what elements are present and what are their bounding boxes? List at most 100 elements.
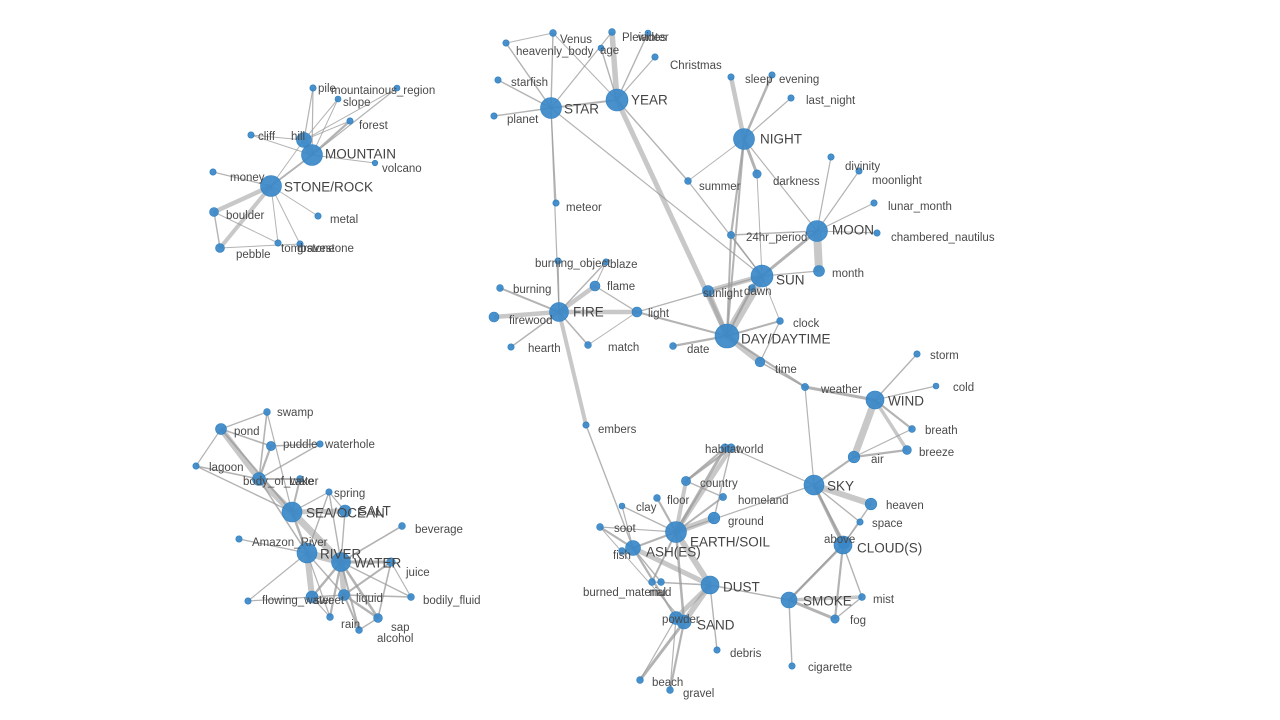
graph-node[interactable] (316, 440, 324, 448)
graph-node[interactable] (338, 589, 350, 601)
graph-node[interactable] (665, 521, 687, 543)
graph-node[interactable] (801, 383, 809, 391)
graph-node[interactable] (331, 552, 351, 572)
graph-node[interactable] (215, 243, 225, 253)
graph-node[interactable] (549, 29, 557, 37)
graph-node[interactable] (554, 257, 562, 265)
nodes-layer[interactable] (192, 28, 940, 694)
graph-node[interactable] (252, 472, 266, 486)
graph-node[interactable] (507, 343, 515, 351)
graph-node[interactable] (296, 132, 312, 148)
graph-node[interactable] (281, 501, 303, 523)
graph-node[interactable] (768, 71, 776, 79)
graph-node[interactable] (748, 284, 756, 292)
graph-node[interactable] (806, 220, 828, 242)
graph-node[interactable] (346, 117, 354, 125)
graph-node[interactable] (589, 280, 601, 292)
graph-node[interactable] (325, 488, 333, 496)
graph-node[interactable] (301, 144, 323, 166)
graph-node[interactable] (496, 284, 504, 292)
graph-node[interactable] (750, 264, 774, 288)
graph-node[interactable] (684, 177, 692, 185)
graph-node[interactable] (727, 231, 735, 239)
graph-node[interactable] (296, 475, 304, 483)
graph-node[interactable] (651, 53, 659, 61)
graph-node[interactable] (488, 311, 500, 323)
graph-node[interactable] (727, 73, 735, 81)
graph-node[interactable] (707, 511, 721, 525)
graph-node[interactable] (549, 302, 569, 322)
graph-node[interactable] (657, 578, 665, 586)
graph-node[interactable] (676, 614, 692, 630)
graph-node[interactable] (752, 169, 762, 179)
graph-node[interactable] (596, 523, 604, 531)
graph-node[interactable] (398, 522, 406, 530)
graph-node[interactable] (597, 44, 605, 52)
graph-node[interactable] (648, 578, 656, 586)
graph-node[interactable] (908, 425, 916, 433)
graph-node[interactable] (502, 39, 510, 47)
graph-node[interactable] (192, 462, 200, 470)
graph-node[interactable] (681, 476, 691, 486)
graph-node[interactable] (235, 535, 243, 543)
graph-node[interactable] (605, 88, 629, 112)
graph-node[interactable] (266, 441, 276, 451)
graph-node[interactable] (407, 593, 415, 601)
graph-node[interactable] (305, 590, 319, 604)
graph-node[interactable] (870, 199, 878, 207)
graph-node[interactable] (913, 350, 921, 358)
graph-node[interactable] (855, 167, 863, 175)
graph-node[interactable] (274, 239, 282, 247)
graph-node[interactable] (813, 265, 825, 277)
graph-node[interactable] (608, 28, 616, 36)
graph-node[interactable] (371, 159, 379, 167)
graph-node[interactable] (787, 94, 795, 102)
graph-node[interactable] (263, 408, 271, 416)
graph-node[interactable] (702, 285, 714, 297)
graph-node[interactable] (856, 518, 864, 526)
graph-node[interactable] (666, 686, 674, 694)
graph-node[interactable] (719, 493, 727, 501)
graph-node[interactable] (636, 676, 644, 684)
graph-node[interactable] (788, 662, 796, 670)
graph-node[interactable] (803, 474, 825, 496)
graph-node[interactable] (625, 540, 641, 556)
graph-node[interactable] (733, 128, 755, 150)
graph-node[interactable] (215, 423, 227, 435)
graph-node[interactable] (726, 443, 736, 453)
graph-node[interactable] (847, 450, 861, 464)
graph-node[interactable] (864, 497, 878, 511)
graph-node[interactable] (309, 84, 317, 92)
graph-node[interactable] (653, 494, 661, 502)
graph-node[interactable] (260, 175, 282, 197)
graph-node[interactable] (209, 207, 219, 217)
graph-node[interactable] (631, 306, 643, 318)
graph-node[interactable] (902, 445, 912, 455)
graph-node[interactable] (247, 131, 255, 139)
graph-node[interactable] (754, 356, 766, 368)
graph-node[interactable] (386, 557, 396, 567)
graph-node[interactable] (830, 614, 840, 624)
graph-node[interactable] (338, 504, 352, 518)
graph-node[interactable] (540, 97, 562, 119)
graph-node[interactable] (618, 547, 626, 555)
graph-node[interactable] (552, 199, 560, 207)
graph-node[interactable] (334, 95, 342, 103)
graph-node[interactable] (326, 613, 334, 621)
graph-node[interactable] (490, 112, 498, 120)
graph-node[interactable] (582, 421, 590, 429)
graph-node[interactable] (373, 613, 383, 623)
graph-node[interactable] (858, 593, 866, 601)
graph-node[interactable] (602, 258, 610, 266)
graph-node[interactable] (644, 29, 652, 37)
graph-node[interactable] (355, 626, 363, 634)
graph-node[interactable] (865, 390, 885, 410)
graph-node[interactable] (618, 502, 626, 510)
graph-node[interactable] (780, 591, 798, 609)
graph-node[interactable] (873, 229, 881, 237)
graph-node[interactable] (209, 168, 217, 176)
graph-node[interactable] (584, 341, 592, 349)
graph-node[interactable] (393, 84, 401, 92)
